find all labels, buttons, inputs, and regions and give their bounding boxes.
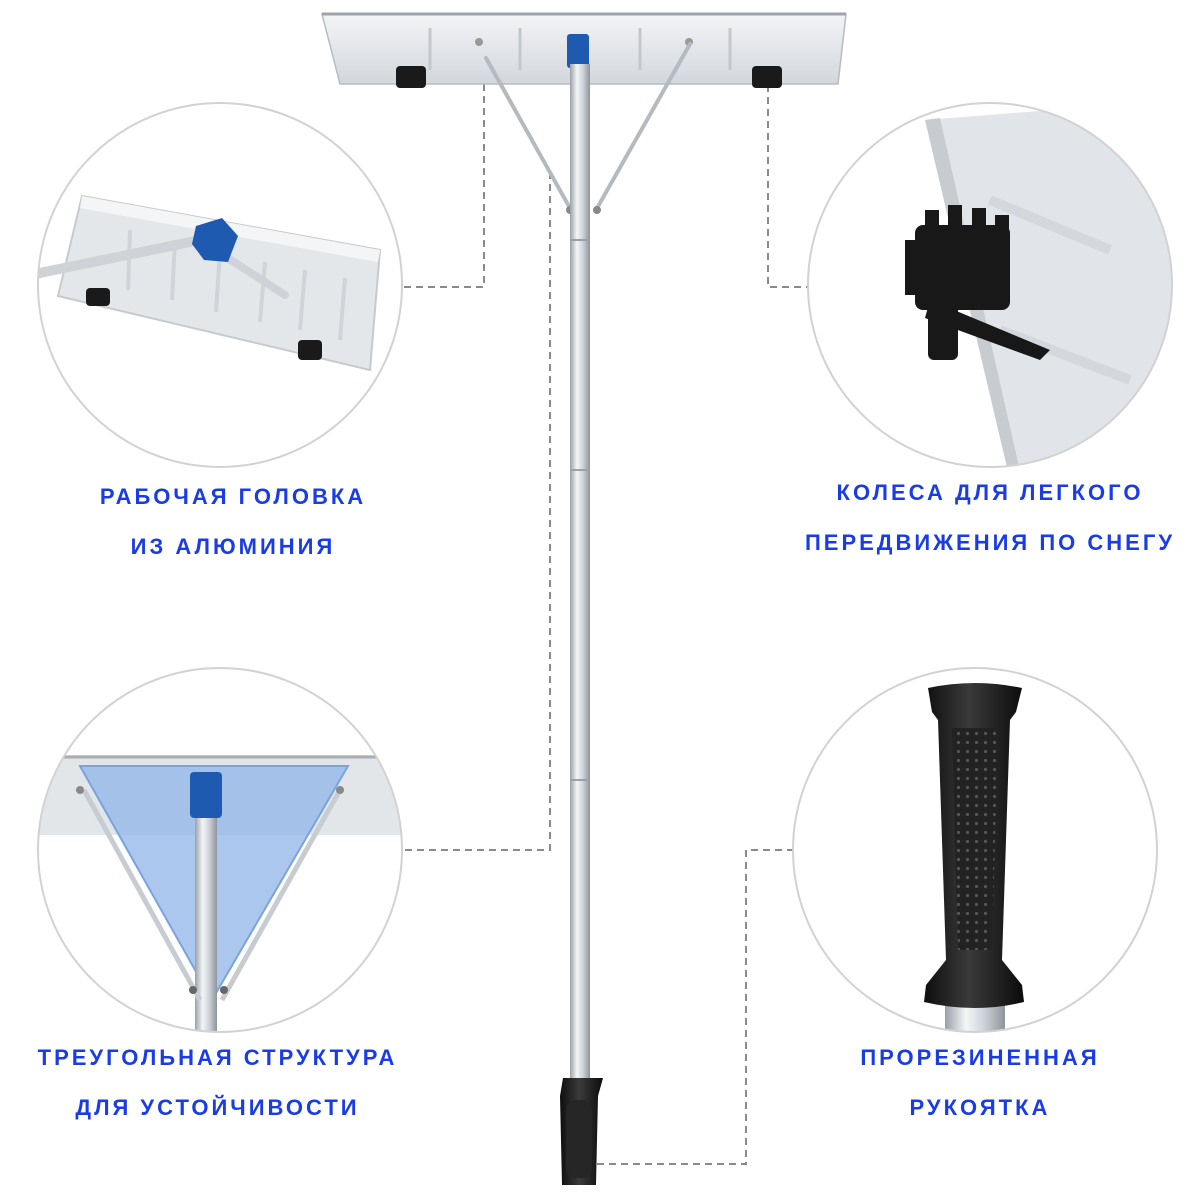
label-grip-line1: ПРОРЕЗИНЕННАЯ — [860, 1045, 1100, 1070]
label-grip-line2: РУКОЯТКА — [909, 1095, 1051, 1120]
leader-line-wheels — [767, 85, 808, 288]
detail-circle-wheels — [807, 102, 1173, 468]
label-aluminum-head: РАБОЧАЯ ГОЛОВКА ИЗ АЛЮМИНИЯ — [58, 472, 408, 572]
telescopic-pole — [570, 64, 590, 1084]
label-triangle-structure: ТРЕУГОЛЬНАЯ СТРУКТУРА ДЛЯ УСТОЙЧИВОСТИ — [20, 1033, 415, 1133]
wheel-right — [752, 66, 782, 88]
leader-line-grip — [597, 849, 795, 1165]
label-wheels-line2: ПЕРЕДВИЖЕНИЯ ПО СНЕГУ — [804, 530, 1176, 555]
detail-circle-triangle — [37, 667, 403, 1033]
label-rubber-grip: ПРОРЕЗИНЕННАЯ РУКОЯТКА — [820, 1033, 1140, 1133]
leader-lines — [402, 60, 808, 1165]
wheel-closeup — [905, 205, 1050, 360]
label-aluminum-line2: ИЗ АЛЮМИНИЯ — [130, 534, 336, 559]
label-aluminum-line1: РАБОЧАЯ ГОЛОВКА — [99, 484, 367, 509]
leader-line-triangle — [402, 172, 551, 851]
snow-rake-product — [321, 12, 847, 1185]
detail-circle-aluminum — [37, 102, 403, 468]
label-wheels: КОЛЕСА ДЛЯ ЛЕГКОГО ПЕРЕДВИЖЕНИЯ ПО СНЕГУ — [790, 468, 1190, 568]
wheel-left — [396, 66, 426, 88]
label-wheels-line1: КОЛЕСА ДЛЯ ЛЕГКОГО — [836, 480, 1144, 505]
label-triangle-line2: ДЛЯ УСТОЙЧИВОСТИ — [75, 1095, 360, 1120]
blue-bracket — [567, 34, 589, 68]
label-triangle-line1: ТРЕУГОЛЬНАЯ СТРУКТУРА — [37, 1045, 398, 1070]
detail-circle-grip — [792, 667, 1158, 1033]
leader-line-aluminum — [402, 60, 485, 288]
